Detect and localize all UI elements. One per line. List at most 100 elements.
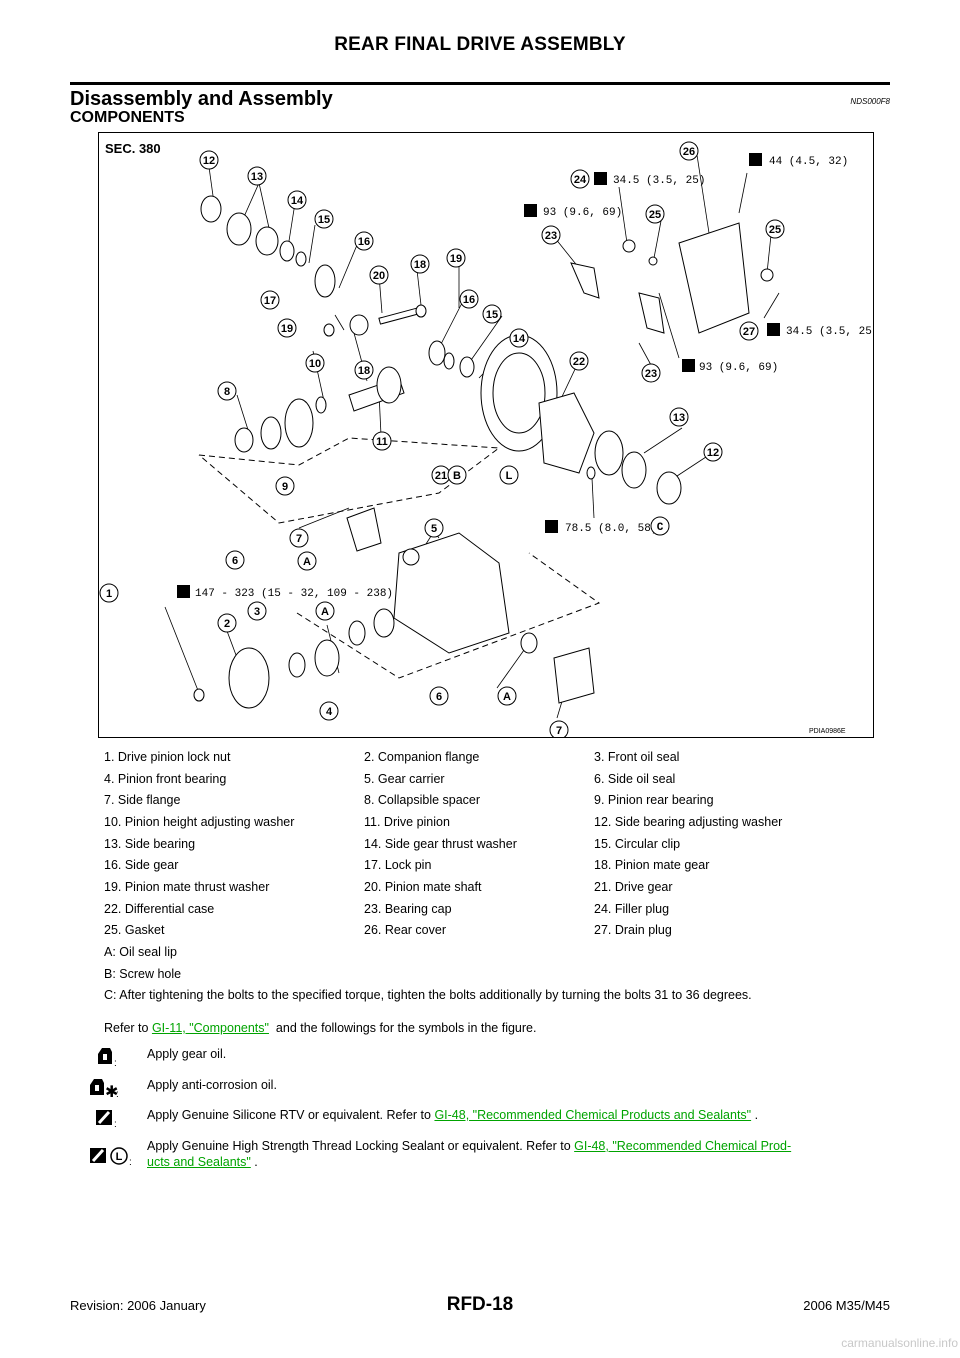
footer-model: 2006 M35/M45 [803,1298,890,1313]
legend-item: 11. Drive pinion [364,814,450,829]
legend-item: 6. Side oil seal [594,771,676,786]
legend-item: 21. Drive gear [594,879,673,894]
svg-text:16: 16 [463,294,475,306]
svg-text:24: 24 [574,174,587,186]
legend-row: 1. Drive pinion lock nut 2. Companion fl… [104,746,884,768]
chemical-products-link[interactable]: GI-48, "Recommended Chemical Products an… [434,1108,752,1122]
svg-text:A: A [503,691,511,703]
svg-text:8: 8 [224,386,230,398]
refer-suffix: and the followings for the symbols in th… [268,1021,537,1035]
svg-text:19: 19 [281,323,293,335]
svg-text:B: B [453,470,461,482]
svg-text:1: 1 [106,588,112,600]
legend-row: 4. Pinion front bearing 5. Gear carrier … [104,768,884,790]
legend-row: 10. Pinion height adjusting washer 11. D… [104,811,884,833]
legend-row: 7. Side flange 8. Collapsible spacer 9. … [104,789,884,811]
symbol-row-silicone-rtv: : Apply Genuine Silicone RTV or equivale… [90,1107,880,1129]
chemical-products-link-2-cont[interactable]: ucts and Sealants" [147,1155,251,1169]
svg-text:18: 18 [414,259,426,271]
callout-12b: 12 [703,442,723,462]
svg-text:26: 26 [683,146,695,158]
callout-11: 11 [372,431,392,451]
callout-7a: 7 [289,528,309,548]
svg-text:9: 9 [282,481,288,493]
callout-21: 21 [431,465,451,485]
legend-item: 22. Differential case [104,901,215,916]
torque-label-drain: 34.5 (3.5, 25) [786,326,874,338]
svg-text:15: 15 [486,309,498,321]
thread-locking-sealant-icon: L : [90,1147,132,1168]
svg-text:17: 17 [264,295,276,307]
svg-text:20: 20 [373,270,385,282]
torque-label-cap-top: 93 (9.6, 69) [543,207,622,219]
torque-label-lock-nut: 147 - 323 (15 - 32, 109 - 238) [195,588,393,600]
legend-item: 2. Companion flange [364,749,480,764]
legend-item: 4. Pinion front bearing [104,771,227,786]
svg-text:16: 16 [358,236,370,248]
callout-8: 8 [217,381,237,401]
callout-26: 26 [679,141,699,161]
parts-legend: 1. Drive pinion lock nut 2. Companion fl… [104,746,884,1006]
symbol-desc: Apply Genuine High Strength Thread Locki… [147,1139,792,1169]
svg-text:23: 23 [645,368,657,380]
legend-item: 27. Drain plug [594,923,672,938]
component-shapes [193,195,774,709]
svg-text:A: A [321,606,329,618]
header-rule [70,82,890,85]
callout-25a: 25 [645,204,665,224]
svg-text::: : [116,1089,119,1099]
callout-23b: 23 [641,363,661,383]
callout-17: 17 [260,290,280,310]
svg-text:12: 12 [203,155,215,167]
torque-callouts: 44 (4.5, 32) 34.5 (3.5, 25) 93 (9.6, 69)… [177,153,874,600]
legend-item: 26. Rear cover [364,923,446,938]
svg-text:18: 18 [358,365,370,377]
sec-label: SEC. 380 [105,141,161,156]
svg-text:13: 13 [673,412,685,424]
footer-revision: Revision: 2006 January [70,1298,206,1313]
torque-label-cover: 44 (4.5, 32) [769,156,848,168]
legend-item: 23. Bearing cap [364,901,452,916]
callout-19a: 19 [446,248,466,268]
svg-text:11: 11 [376,436,388,448]
legend-item: 1. Drive pinion lock nut [104,749,231,764]
symbol-row-gear-oil: : Apply gear oil. [90,1046,880,1068]
silicone-rtv-icon: : [96,1110,117,1129]
torque-label-filler: 34.5 (3.5, 25) [613,175,705,187]
legend-note-c: C: After tightening the bolts to the spe… [104,988,752,1003]
legend-item: 25. Gasket [104,923,165,938]
callout-7b: 7 [549,720,569,737]
svg-text::: : [129,1157,132,1168]
assembly-outline [198,437,601,679]
callout-4: 4 [319,701,339,721]
legend-note-b: B: Screw hole [104,966,182,981]
chemical-products-link-2[interactable]: GI-48, "Recommended Chemical Prod- [574,1139,792,1153]
legend-item: 3. Front oil seal [594,749,680,764]
svg-text:21: 21 [435,470,447,482]
components-exploded-diagram: SEC. 380 [98,132,874,738]
callout-22: 22 [569,351,589,371]
callout-20: 20 [369,265,389,285]
anti-corrosion-oil-icon: ✱ : [90,1079,119,1099]
components-link[interactable]: GI-11, "Components" [151,1021,269,1035]
svg-text:14: 14 [513,333,526,345]
symbol-desc: Apply Genuine Silicone RTV or equivalent… [147,1108,759,1122]
legend-item: 20. Pinion mate shaft [364,879,482,894]
callout-27: 27 [739,321,759,341]
svg-text::: : [114,1058,117,1068]
legend-item: 14. Side gear thrust washer [364,836,517,851]
number-callouts: 1 2 3 4 5 6 6 7 7 8 9 10 11 12 12 13 13 … [99,141,785,737]
svg-text:6: 6 [436,691,442,703]
subsection-title: COMPONENTS [70,109,185,126]
symbol-row-thread-locking: L : Apply Genuine High Strength Thread L… [90,1138,880,1174]
svg-text:22: 22 [573,356,585,368]
callout-5: 5 [424,518,444,538]
section-title: Disassembly and Assembly [70,88,333,110]
svg-text:7: 7 [556,725,562,737]
legend-row: 16. Side gear 17. Lock pin 18. Pinion ma… [104,854,884,876]
footer-page-number: RFD-18 [446,1294,514,1315]
legend-item: 18. Pinion mate gear [594,858,710,873]
callout-13a: 13 [247,166,267,186]
refer-prefix: Refer to [104,1021,152,1035]
callout-10: 10 [305,353,325,373]
